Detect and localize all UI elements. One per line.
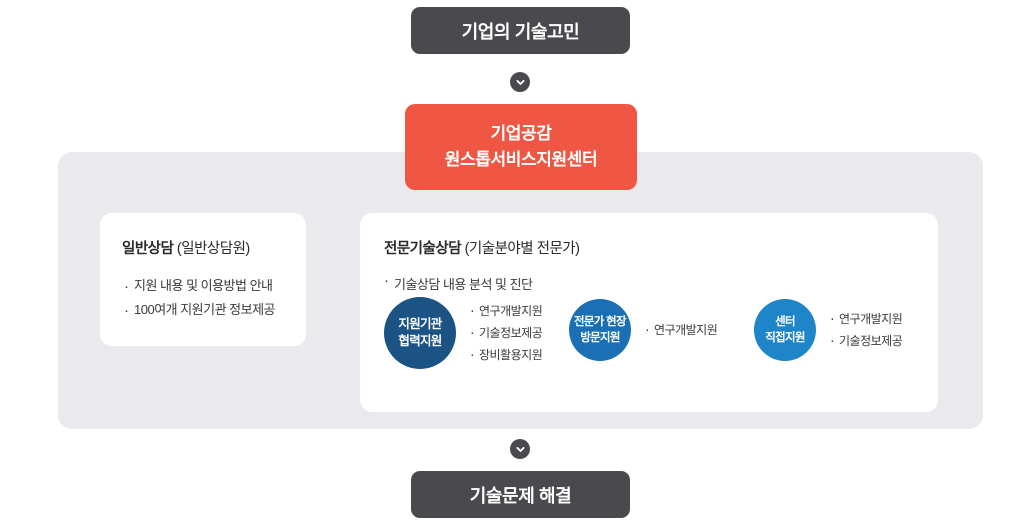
bottom-stage-label: 기술문제 해결 <box>469 485 572 506</box>
support-node-bullets: 연구개발지원 기술정보제공 <box>816 306 903 354</box>
support-node-circle-line2: 방문지원 <box>580 332 620 344</box>
support-node-bullets: 연구개발지원 기술정보제공 장비활용지원 <box>456 298 543 368</box>
support-node-circle-line2: 협력지원 <box>398 334 442 348</box>
list-item: 장비활용지원 <box>470 342 543 368</box>
support-node-expert-onsite-visit: 전문가 현장 방문지원 연구개발지원 <box>569 299 718 361</box>
support-node-circle-line2: 직접지원 <box>765 332 805 344</box>
support-node-bullets: 연구개발지원 <box>631 317 718 343</box>
top-stage-box: 기업의 기술고민 <box>411 7 630 54</box>
bottom-stage-box: 기술문제 해결 <box>411 471 630 518</box>
general-consultation-title: 일반상담 (일반상담원) <box>122 237 286 258</box>
chevron-down-icon <box>510 72 530 92</box>
center-org-line2: 원스톱서비스지원센터 <box>444 150 598 169</box>
list-item: 기술정보제공 <box>830 328 903 354</box>
top-stage-label: 기업의 기술고민 <box>461 21 580 42</box>
list-item: 기술정보제공 <box>470 320 543 346</box>
expert-consultation-lead: 기술상담 내용 분석 및 진단 <box>384 272 918 293</box>
expert-consultation-title: 전문기술상담 (기술분야별 전문가) <box>384 237 918 258</box>
list-item: 연구개발지원 <box>470 298 543 324</box>
support-node-circle: 지원기관 협력지원 <box>384 297 456 369</box>
list-item: 연구개발지원 <box>830 306 903 332</box>
general-consultation-title-strong: 일반상담 <box>122 241 174 257</box>
expert-consultation-card: 전문기술상담 (기술분야별 전문가) 기술상담 내용 분석 및 진단 지원기관 … <box>360 213 938 412</box>
support-node-circle-line1: 지원기관 <box>398 316 442 331</box>
support-node-center-direct: 센터 직접지원 연구개발지원 기술정보제공 <box>754 299 903 361</box>
list-item: 지원 내용 및 이용방법 안내 <box>122 273 286 301</box>
chevron-down-icon <box>510 439 530 459</box>
expert-consultation-title-rest: (기술분야별 전문가) <box>461 241 580 257</box>
support-node-circle: 전문가 현장 방문지원 <box>569 299 631 361</box>
expert-consultation-title-strong: 전문기술상담 <box>384 241 462 257</box>
support-node-circle-line1: 전문가 현장 <box>574 315 627 328</box>
list-item: 연구개발지원 <box>645 317 718 343</box>
center-org-box: 기업공감 원스톱서비스지원센터 <box>405 104 637 190</box>
center-org-line1: 기업공감 <box>490 123 552 143</box>
general-consultation-card: 일반상담 (일반상담원) 지원 내용 및 이용방법 안내 100여개 지원기관 … <box>100 213 306 346</box>
support-node-agency-cooperation: 지원기관 협력지원 연구개발지원 기술정보제공 장비활용지원 <box>384 297 543 369</box>
expert-support-nodes: 지원기관 협력지원 연구개발지원 기술정보제공 장비활용지원 전문가 현장 방문… <box>384 297 924 397</box>
support-node-circle-line1: 센터 <box>775 315 795 328</box>
list-item: 100여개 지원기관 정보제공 <box>122 297 286 325</box>
general-consultation-bullets: 지원 내용 및 이용방법 안내 100여개 지원기관 정보제공 <box>122 273 286 325</box>
support-node-circle: 센터 직접지원 <box>754 299 816 361</box>
general-consultation-title-rest: (일반상담원) <box>173 241 250 257</box>
